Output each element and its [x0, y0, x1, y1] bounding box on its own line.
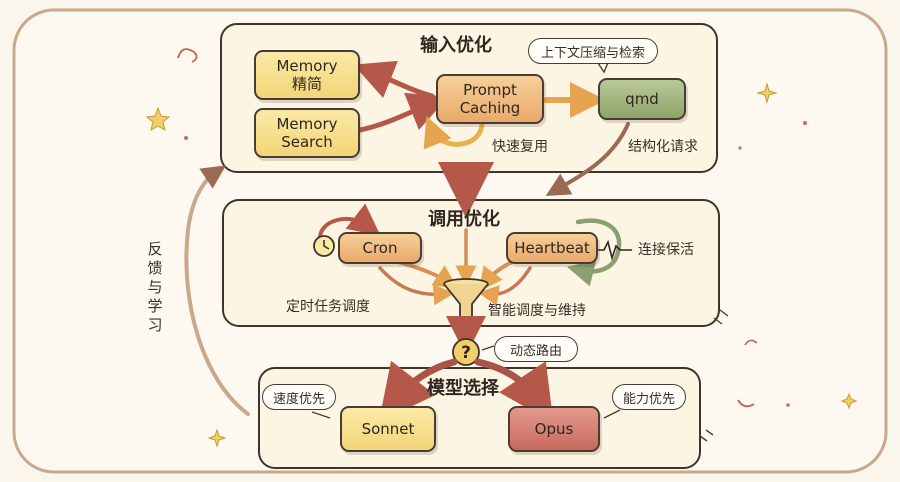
section-title-model: 模型选择	[427, 378, 499, 399]
arrow-cron-loop	[318, 203, 381, 242]
node-cron-label: Cron	[362, 239, 398, 257]
node-opus-label: Opus	[534, 420, 574, 438]
label-keep-alive: 连接保活	[638, 242, 694, 258]
arrow-heartbeat-loop	[566, 218, 622, 287]
node-memory-search[interactable]: Memory Search	[254, 108, 360, 158]
dot-decoration	[184, 136, 188, 140]
node-memory-simplify[interactable]: Memory 精简	[254, 50, 360, 100]
swirl-decoration	[177, 48, 198, 63]
question-icon: ?	[452, 338, 480, 366]
bubble-tail	[481, 345, 495, 351]
dot-decoration	[803, 121, 807, 125]
bubble-speed-first-label: 速度优先	[272, 391, 325, 407]
arrow-cron-to-funnel-2	[378, 266, 455, 306]
node-heartbeat-label: Heartbeat	[514, 239, 590, 257]
node-prompt-caching-label: Prompt Caching	[459, 81, 521, 117]
star-decoration	[840, 392, 858, 410]
arrow-feedback	[184, 165, 250, 416]
arrow-heartbeat-to-funnel	[478, 260, 514, 292]
star-decoration	[207, 428, 227, 448]
bubble-tail	[311, 411, 331, 419]
node-qmd-label: qmd	[625, 90, 659, 108]
dot-decoration	[786, 403, 790, 407]
node-sonnet[interactable]: Sonnet	[340, 406, 436, 452]
node-cron[interactable]: Cron	[338, 232, 422, 264]
sketch-marks	[713, 309, 729, 325]
heartbeat-pulse-line	[592, 239, 632, 261]
label-smart-scheduling: 智能调度与维持	[488, 303, 586, 319]
arrow-qmd-to-scheduling	[545, 122, 630, 197]
star-decoration	[756, 82, 778, 104]
node-qmd[interactable]: qmd	[598, 78, 686, 120]
bubble-tail	[603, 409, 621, 419]
bubble-dynamic-routing-label: 动态路由	[509, 343, 562, 359]
section-title-scheduling: 调用优化	[428, 209, 500, 230]
arrow-memory-search-to-prompt	[357, 92, 449, 133]
swirl-decoration	[737, 399, 755, 408]
bubble-capability-first: 能力优先	[612, 384, 686, 410]
bubble-context-compression-label: 上下文压缩与检索	[540, 45, 645, 61]
node-memory-search-label: Memory Search	[276, 115, 338, 151]
label-scheduled-tasks: 定时任务调度	[286, 299, 370, 315]
node-sonnet-label: Sonnet	[361, 420, 415, 438]
dot-decoration	[738, 146, 742, 150]
section-title-input: 输入优化	[420, 35, 492, 56]
bubble-speed-first: 速度优先	[262, 384, 336, 410]
label-feedback: 反 馈 与 学 习	[146, 240, 164, 335]
arrow-routing-to-opus	[474, 358, 554, 424]
node-prompt-caching[interactable]: Prompt Caching	[436, 74, 544, 124]
arrow-quick-reuse-loop	[423, 116, 485, 150]
node-opus[interactable]: Opus	[508, 406, 600, 452]
clock-icon	[313, 235, 335, 257]
sketch-marks	[699, 429, 714, 442]
star-decoration	[145, 106, 171, 132]
arrow-heartbeat-to-funnel-2	[477, 266, 532, 306]
swirl-decoration	[744, 339, 758, 346]
node-memory-simplify-label: Memory 精简	[276, 57, 338, 93]
svg-text:?: ?	[461, 343, 471, 363]
label-structured-request: 结构化请求	[628, 139, 698, 155]
bubble-context-compression: 上下文压缩与检索	[528, 38, 658, 64]
node-heartbeat[interactable]: Heartbeat	[506, 232, 598, 264]
bubble-dynamic-routing: 动态路由	[494, 336, 578, 362]
label-quick-reuse: 快速复用	[492, 139, 548, 155]
label-feedback-text: 反 馈 与 学 习	[147, 240, 163, 334]
bubble-capability-first-label: 能力优先	[622, 391, 675, 407]
arrow-routing-to-sonnet	[378, 358, 458, 423]
